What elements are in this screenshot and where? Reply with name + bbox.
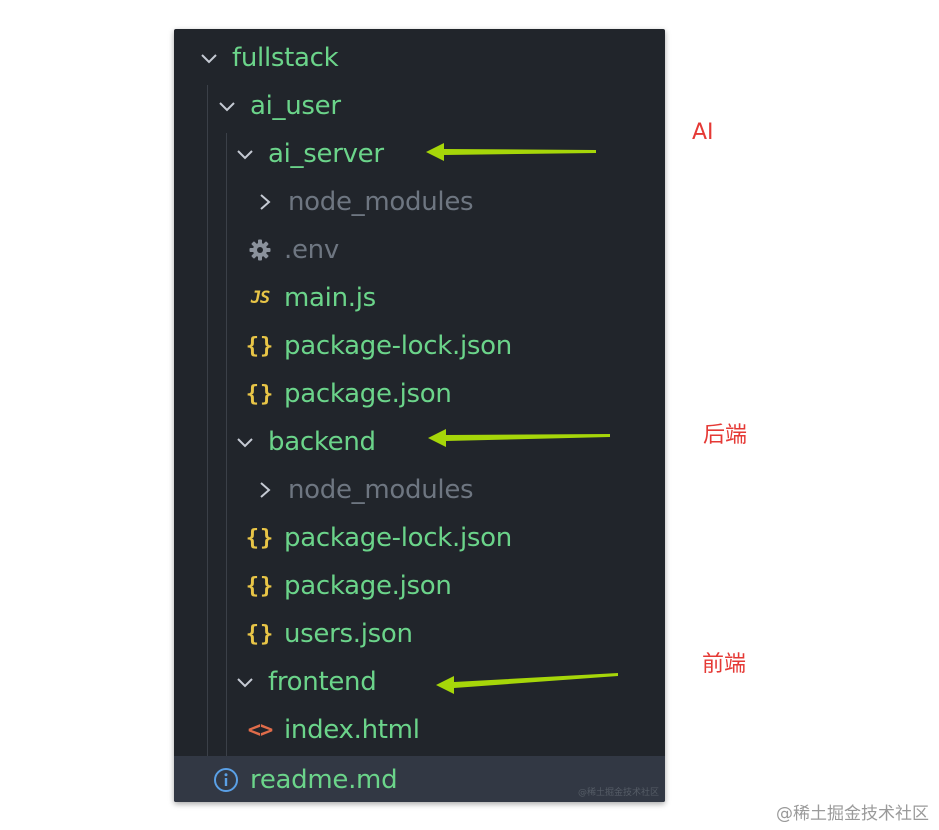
- tree-item-env[interactable]: .env: [174, 226, 665, 274]
- tree-item-frontend[interactable]: frontend: [174, 658, 665, 706]
- panel-watermark: @稀土掘金技术社区: [577, 788, 659, 798]
- tree-item-label: node_modules: [288, 187, 474, 217]
- tree-item-ai-user[interactable]: ai_user: [174, 82, 665, 130]
- tree-item-label: index.html: [284, 715, 420, 745]
- json-file-icon: {}: [245, 525, 275, 551]
- tree-item-label: ai_server: [268, 139, 384, 169]
- tree-item-main-js[interactable]: JS main.js: [174, 274, 665, 322]
- json-file-icon: {}: [245, 333, 275, 359]
- annotation-label-backend: 后端: [703, 423, 748, 448]
- tree-item-package-lock-json[interactable]: {} package-lock.json: [174, 322, 665, 370]
- chevron-down-icon: [200, 49, 218, 67]
- tree-item-label: fullstack: [232, 43, 339, 73]
- tree-item-label: main.js: [284, 283, 376, 313]
- tree-item-node-modules[interactable]: node_modules: [174, 466, 665, 514]
- tree-item-label: package.json: [284, 379, 452, 409]
- tree-item-ai-server[interactable]: ai_server: [174, 130, 665, 178]
- tree-item-backend[interactable]: backend: [174, 418, 665, 466]
- chevron-down-icon: [236, 673, 254, 691]
- tree-item-package-lock-json[interactable]: {} package-lock.json: [174, 514, 665, 562]
- chevron-down-icon: [218, 97, 236, 115]
- indent-guide: [226, 133, 227, 759]
- tree-item-label: ai_user: [250, 91, 341, 121]
- annotation-arrow-backend: [428, 429, 610, 447]
- tree-item-label: backend: [268, 427, 376, 457]
- annotation-label-ai: AI: [692, 120, 714, 145]
- tree-item-package-json[interactable]: {} package.json: [174, 562, 665, 610]
- tree-item-fullstack[interactable]: fullstack: [174, 34, 665, 82]
- json-file-icon: {}: [245, 573, 275, 599]
- json-file-icon: {}: [245, 381, 275, 407]
- tree-item-label: frontend: [268, 667, 377, 697]
- annotation-arrow-ai: [426, 143, 596, 161]
- tree-item-readme-md[interactable]: readme.md: [174, 756, 665, 802]
- tree-item-package-json[interactable]: {} package.json: [174, 370, 665, 418]
- tree-item-label: node_modules: [288, 475, 474, 505]
- file-explorer-panel: fullstack ai_user ai_server node_modules: [174, 29, 665, 802]
- javascript-file-icon: JS: [250, 288, 270, 308]
- tree-item-node-modules[interactable]: node_modules: [174, 178, 665, 226]
- tree-item-index-html[interactable]: <> index.html: [174, 706, 665, 754]
- info-icon: [212, 766, 240, 794]
- html-file-icon: <>: [247, 717, 274, 743]
- gear-icon: [246, 236, 274, 264]
- json-file-icon: {}: [245, 621, 275, 647]
- tree-item-label: users.json: [284, 619, 413, 649]
- tree-item-label: readme.md: [250, 765, 398, 795]
- tree-item-label: package-lock.json: [284, 523, 512, 553]
- annotation-label-frontend: 前端: [702, 652, 747, 677]
- chevron-right-icon: [256, 481, 274, 499]
- tree-item-users-json[interactable]: {} users.json: [174, 610, 665, 658]
- annotation-arrow-frontend: [436, 673, 618, 694]
- watermark: @稀土掘金技术社区: [776, 804, 929, 824]
- chevron-right-icon: [256, 193, 274, 211]
- chevron-down-icon: [236, 145, 254, 163]
- indent-guide: [207, 85, 208, 795]
- tree-item-label: package-lock.json: [284, 331, 512, 361]
- chevron-down-icon: [236, 433, 254, 451]
- tree-item-label: package.json: [284, 571, 452, 601]
- tree-item-label: .env: [284, 235, 339, 265]
